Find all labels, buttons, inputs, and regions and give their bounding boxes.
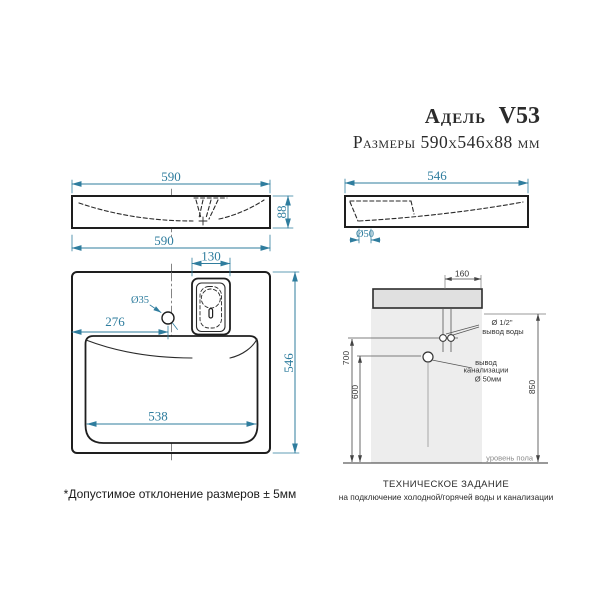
- water-outlet-right: [447, 334, 455, 342]
- spec-subtitle: на подключение холодной/горячей воды и к…: [338, 492, 554, 502]
- sink-front-block: [372, 288, 483, 309]
- installation-diagram: 160 Ø 1/2" вывод воды вывод канализации …: [341, 269, 548, 464]
- water-label-line1: Ø 1/2": [491, 318, 512, 327]
- dimensions-subtitle: Размеры 590х546х88 мм: [352, 132, 540, 153]
- side-outline: [344, 195, 529, 228]
- faucet-offset-label: 276: [105, 314, 125, 329]
- wall-band: [371, 308, 482, 463]
- drain-label-line2: канализации: [464, 366, 509, 375]
- offset-label: 160: [455, 269, 469, 279]
- top-basin-curve-right: [229, 338, 258, 359]
- rim-height-label: 850: [527, 380, 537, 394]
- basin-width-label: 538: [148, 409, 168, 424]
- model-name: Адель: [424, 104, 487, 128]
- floor-label: уровень пола: [486, 454, 534, 463]
- faucet-hole: [161, 311, 175, 325]
- side-depth-label: 546: [427, 168, 447, 183]
- faucet-hole-tail: [172, 322, 178, 330]
- front-basin-profile: [78, 197, 265, 222]
- sewage-outlet: [422, 351, 434, 363]
- front-view: 590 88: [71, 169, 294, 238]
- drain-label-leader: [431, 359, 473, 369]
- platform-width-label: 130: [201, 249, 221, 264]
- top-view: Ø35 590 130 276 546 538: [71, 233, 300, 463]
- faucet-hole-label: Ø35: [131, 295, 149, 306]
- spec-title: ТЕХНИЧЕСКОЕ ЗАДАНИЕ: [382, 479, 510, 490]
- water-outlet-left: [439, 334, 447, 342]
- water-height-label: 700: [341, 351, 351, 365]
- top-depth-label: 546: [281, 353, 296, 373]
- side-view: 546 Ø50: [344, 168, 529, 244]
- top-width-label: 590: [154, 233, 174, 248]
- model-code: V53: [498, 103, 540, 129]
- drawing-header: Адель V53 Размеры 590х546х88 мм: [353, 103, 540, 153]
- water-label-line2: вывод воды: [482, 327, 523, 336]
- side-drain-label: Ø50: [356, 229, 374, 240]
- drain-label-line1: вывод: [475, 358, 497, 367]
- page-title: Адель V53: [353, 103, 540, 129]
- platform-dashed-contour: [199, 286, 222, 329]
- top-basin-outline: [84, 335, 259, 444]
- tolerance-note: *Допустимое отклонение размеров ± 5мм: [63, 487, 297, 501]
- faucet-hole-leader: [149, 304, 162, 313]
- side-basin-profile: [349, 200, 524, 222]
- front-outline: [71, 195, 271, 229]
- platform-inner: [195, 282, 226, 333]
- platform-overflow-slot: [208, 307, 214, 319]
- top-basin-curve-left: [85, 339, 193, 359]
- drain-label-line3: Ø 50мм: [475, 375, 502, 384]
- drain-height-label: 600: [350, 385, 360, 399]
- spec-note: ТЕХНИЧЕСКОЕ ЗАДАНИЕ на подключение холод…: [330, 479, 562, 502]
- water-label-leader: [445, 324, 480, 336]
- front-width-label: 590: [161, 169, 181, 184]
- front-drain-mark: [198, 216, 208, 226]
- front-height-label: 88: [274, 206, 289, 219]
